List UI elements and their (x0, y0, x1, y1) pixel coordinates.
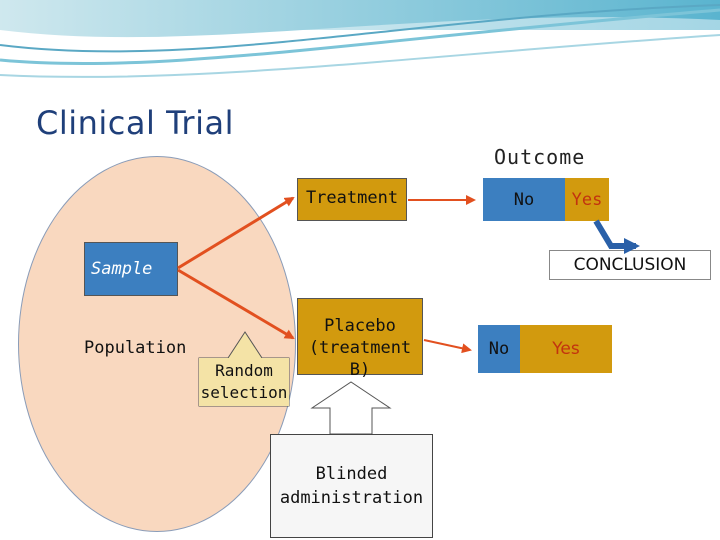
outcome-no-cell: No (483, 178, 565, 221)
placebo-to-outcome-arrow (423, 339, 472, 354)
sample-to-placebo-arrow (177, 268, 295, 340)
conclusion-box: CONCLUSION (549, 250, 711, 280)
blinded-line-1: Blinded (315, 464, 388, 484)
decorative-waves (0, 0, 720, 78)
random-selection-line-2: selection (200, 383, 288, 402)
outcome-to-conclusion-arrow (593, 219, 640, 254)
blinded-administration-box: Blinded administration (270, 434, 433, 538)
blinded-line-2: administration (279, 488, 424, 508)
result-yes-cell: Yes (520, 325, 612, 373)
slide-title: Clinical Trial (36, 104, 234, 142)
population-label: Population (84, 338, 187, 358)
result-no-cell: No (478, 325, 520, 373)
random-selection-line-1: Random (215, 361, 273, 380)
outcome-yes-cell: Yes (565, 178, 609, 221)
placebo-line-2: (treatment B) (308, 338, 412, 380)
sample-box: Sample (84, 242, 178, 296)
placebo-box: Placebo (treatment B) (297, 298, 423, 380)
treatment-box: Treatment (297, 178, 407, 221)
sample-to-treatment-arrow (177, 196, 295, 270)
random-selection-box: Random selection (199, 358, 289, 406)
placebo-line-1: Placebo (324, 316, 396, 336)
outcome-label: Outcome (494, 145, 586, 169)
